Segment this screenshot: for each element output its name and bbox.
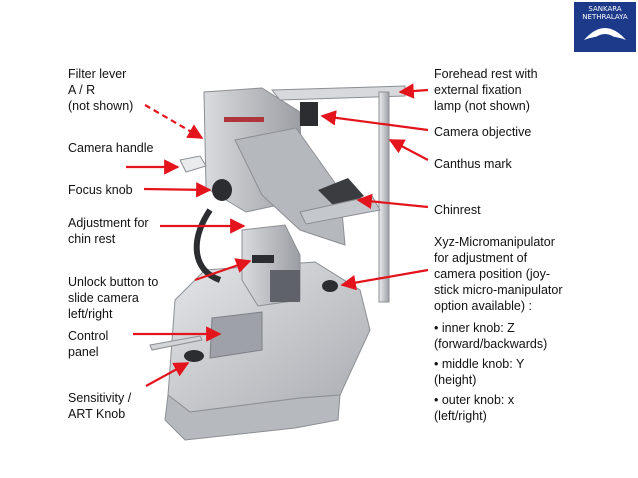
focus-knob-shape: [212, 179, 232, 201]
control-panel-surface: [209, 311, 263, 359]
arrow-camera-objective: [320, 110, 429, 132]
label-outer-knob: • outer knob: x (left/right): [434, 393, 515, 423]
arrow-sensitivity-knob: [145, 362, 190, 387]
sensitivity-knob-shape: [184, 350, 204, 362]
label-filter-lever: Filter lever A / R (not shown): [68, 67, 134, 113]
camera-handle-shape: [179, 155, 207, 173]
logo-text: SANKARA NETHRALAYA: [582, 5, 628, 21]
sankara-nethralaya-logo: SANKARA NETHRALAYA: [574, 2, 636, 52]
device-cable: [193, 208, 222, 283]
label-canthus-mark: Canthus mark: [434, 157, 512, 171]
arrow-unlock-button: [194, 258, 252, 282]
label-camera-handle: Camera handle: [68, 141, 154, 155]
label-camera-objective: Camera objective: [434, 125, 532, 139]
arrow-focus-knob: [143, 182, 212, 198]
label-forehead-rest: Forehead rest with external fixation lam…: [434, 67, 538, 113]
label-chinrest: Chinrest: [434, 203, 481, 217]
arrow-canthus-mark: [388, 139, 429, 161]
logo-eye-icon: [584, 28, 626, 40]
arrow-forehead-rest: [398, 83, 429, 99]
arrow-filter-lever: [144, 104, 204, 139]
label-control-panel: Control panel: [68, 329, 109, 359]
label-xyz-micromanipulator: Xyz-Micromanipulator for adjustment of c…: [434, 235, 563, 313]
label-middle-knob: • middle knob: Y (height): [434, 357, 525, 387]
arrow-chinrest: [356, 193, 429, 210]
label-inner-knob: • inner knob: Z (forward/backwards): [434, 321, 548, 351]
arrow-micromanipulator: [340, 268, 429, 291]
label-focus-knob: Focus knob: [68, 183, 133, 197]
label-unlock-button: Unlock button to slide camera left/right: [68, 275, 159, 321]
label-adjustment-chin-rest: Adjustment for chin rest: [68, 216, 149, 246]
headrest-pole: [378, 91, 390, 303]
label-sensitivity-knob: Sensitivity / ART Knob: [68, 391, 132, 421]
